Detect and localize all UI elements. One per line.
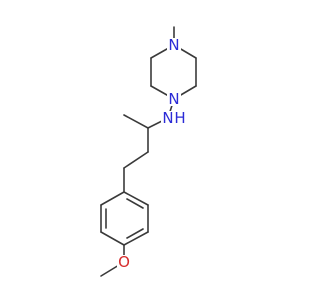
bond-ch-methyl — [123, 114, 149, 129]
ether-o-label: O — [118, 253, 130, 271]
amine-n-bg — [161, 111, 175, 125]
bond-benzene-3 — [123, 231, 149, 246]
n-top-label: N — [168, 36, 179, 54]
bond-benzene-double-2 — [126, 228, 144, 239]
bonds — [100, 26, 197, 277]
bond-benzene-double-1 — [126, 198, 144, 209]
amine-h-label: H — [174, 109, 185, 127]
molecule-diagram: N N N H O — [100, 26, 197, 277]
molecule-structure: N N N H O — [100, 26, 197, 277]
amine-h-bg — [173, 111, 187, 125]
n-bottom-label: N — [168, 90, 179, 108]
amine-n-label: N — [162, 109, 173, 127]
bond-benzene-4 — [100, 231, 125, 246]
n-bottom-bg — [167, 92, 181, 106]
n-top-bg — [167, 38, 181, 52]
ether-o-bg — [117, 255, 131, 269]
atom-labels: N N N H O — [117, 36, 187, 271]
bond-ch2-ch2 — [123, 151, 149, 169]
bond-benzene-6 — [100, 191, 125, 206]
bond-benzene-1 — [123, 191, 149, 206]
